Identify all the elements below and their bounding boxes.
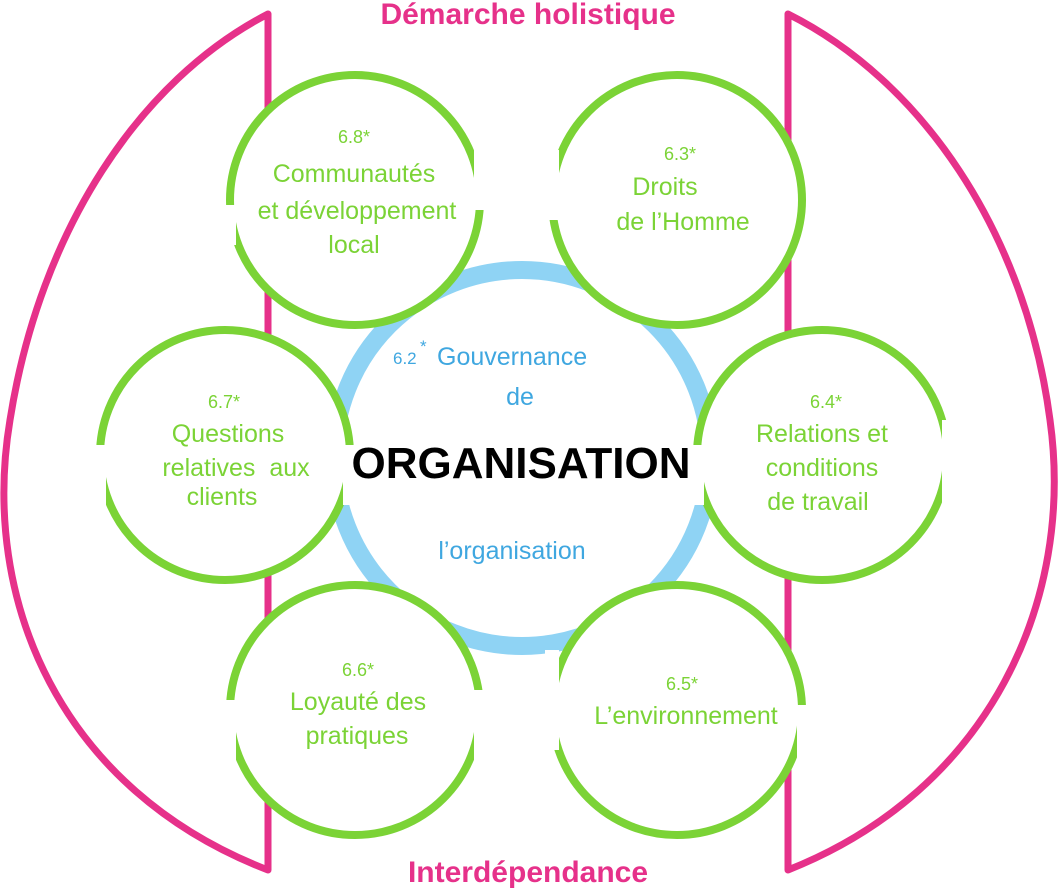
governance-line1: Gouvernance (437, 343, 587, 371)
topic-number: 6.3* (664, 144, 696, 164)
topic-line: Loyauté des (290, 688, 426, 716)
gap-loyaute-left (222, 700, 236, 760)
governance-star: * (420, 337, 427, 356)
topic-number: 6.4* (810, 392, 842, 412)
gap-env-right (797, 705, 811, 765)
topic-droits: 6.3* Droits de l’Homme (616, 144, 749, 236)
gap-communautes-left (222, 205, 236, 245)
topic-line: Relations et (756, 420, 888, 448)
title-bottom: Interdépendance (408, 856, 648, 889)
topic-number: 6.5* (666, 674, 698, 694)
topic-line: Droits (632, 173, 697, 201)
topic-number: 6.8* (338, 127, 370, 147)
governance-line2: de (506, 383, 534, 411)
topic-line: de travail (767, 488, 868, 516)
topic-line: L’environnement (594, 702, 778, 730)
topic-environnement: 6.5* L’environnement (594, 674, 778, 730)
topic-line: local (328, 231, 379, 259)
gap-env-left (545, 650, 559, 750)
governance-line3: l’organisation (438, 537, 585, 565)
topic-number: 6.6* (342, 660, 374, 680)
organisation-label: ORGANISATION (352, 439, 691, 488)
topic-number: 6.7* (208, 392, 240, 412)
outer-frame-right (784, 10, 1058, 874)
governance-label: 6.2 * Gouvernance de l’organisation (393, 337, 587, 565)
gap-questions-left (92, 445, 106, 505)
gap-relations-left (690, 445, 704, 505)
governance-number: 6.2 (393, 349, 417, 368)
outer-frame-left (0, 10, 272, 874)
topic-line: Communautés (273, 160, 436, 188)
gap-relations-right (942, 420, 956, 510)
outer-frame (0, 10, 1058, 874)
topic-line: relatives aux (162, 454, 310, 482)
topic-loyaute: 6.6* Loyauté des pratiques (290, 660, 426, 750)
gap-droits-left (545, 150, 559, 220)
topic-line: Questions (172, 420, 285, 448)
topic-line: et développement (258, 197, 457, 225)
topic-line: clients (187, 483, 258, 511)
gap-loyaute-right (474, 690, 488, 760)
gap-questions-right (343, 445, 357, 505)
topic-line: de l’Homme (616, 208, 749, 236)
topic-relations: 6.4* Relations et conditions de travail (756, 392, 888, 516)
topic-line: conditions (766, 454, 879, 482)
topic-communautes: 6.8* Communautés et développement local (258, 127, 457, 259)
topic-line: pratiques (306, 722, 409, 750)
topic-questions: 6.7* Questions relatives aux clients (162, 392, 310, 511)
circle-gaps (92, 150, 956, 765)
gap-communautes-right (474, 150, 488, 210)
title-top: Démarche holistique (380, 0, 675, 31)
